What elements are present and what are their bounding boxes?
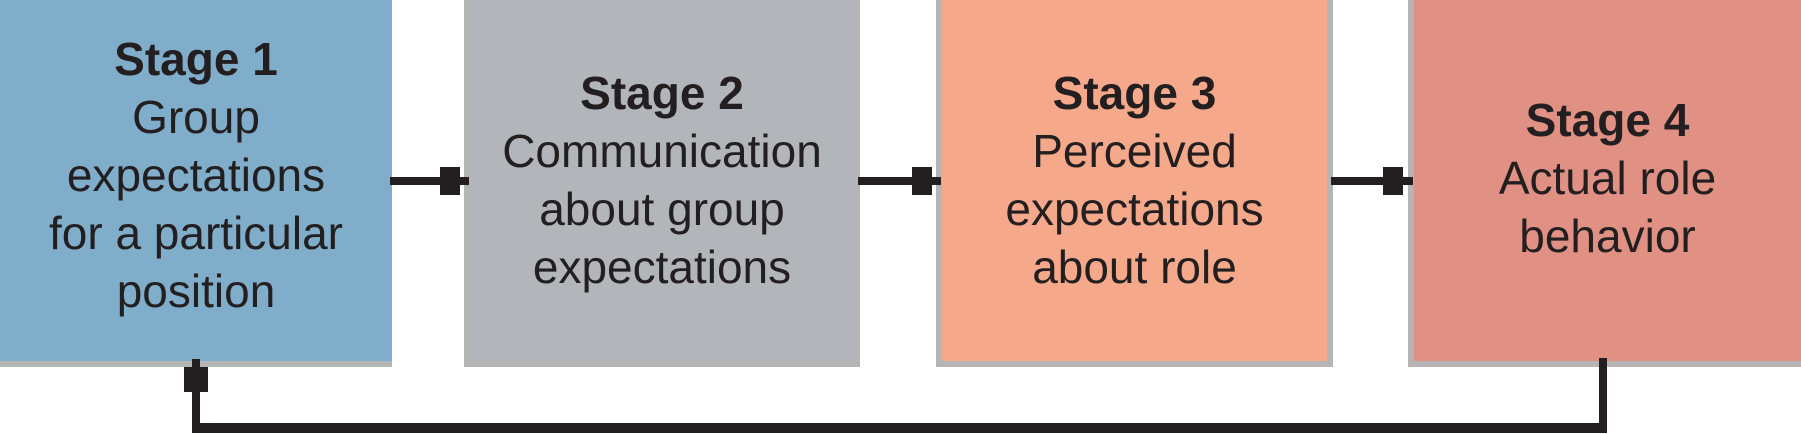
feedback-loop-stage4-to-stage1-icon [184, 358, 1607, 433]
arrow-stage1-to-stage2-icon [390, 167, 469, 195]
stage-4-line-1: Actual role [1498, 152, 1717, 204]
arrow-stage2-to-stage3-icon [858, 167, 941, 195]
stage-3-text: Stage 3 Perceived expectations about rol… [942, 64, 1327, 296]
stage-3-box: Stage 3 Perceived expectations about rol… [936, 0, 1333, 367]
stage-4-line-2: behavior [1519, 210, 1696, 262]
stage-2-title: Stage 2 [580, 67, 744, 119]
stage-1-line-4: position [116, 265, 276, 317]
stage-4-box: Stage 4 Actual role behavior [1408, 0, 1801, 367]
stage-3-line-2: expectations [1005, 183, 1264, 235]
stage-1-line-1: Group [132, 91, 260, 143]
stage-1-line-2: expectations [66, 149, 326, 201]
stage-3-title: Stage 3 [1052, 67, 1217, 119]
stage-2-text: Stage 2 Communication about group expect… [470, 64, 854, 296]
stage-3-line-3: about role [1032, 241, 1237, 293]
stage-2-line-1: Communication [502, 125, 822, 177]
arrow-stage3-to-stage4-icon [1331, 167, 1413, 195]
stage-1-box: Stage 1 Group expectations for a particu… [0, 0, 392, 367]
stage-1-line-3: for a particular [48, 207, 343, 259]
stage-2-box: Stage 2 Communication about group expect… [464, 0, 860, 367]
stage-2-line-2: about group [539, 183, 785, 235]
stage-2-line-3: expectations [532, 241, 792, 293]
stage-1-title: Stage 1 [114, 33, 278, 85]
stage-4-title: Stage 4 [1525, 94, 1690, 146]
stage-4-text: Stage 4 Actual role behavior [1414, 91, 1801, 265]
stage-1-text: Stage 1 Group expectations for a particu… [0, 30, 392, 320]
stage-3-line-1: Perceived [1032, 125, 1237, 177]
